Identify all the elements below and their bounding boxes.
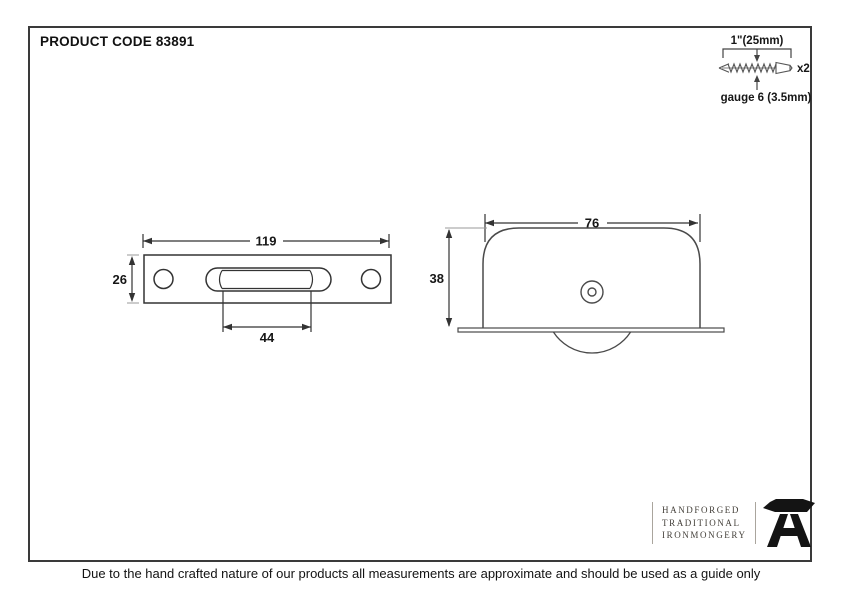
wheel-width-label: 44 <box>260 330 275 345</box>
pulley-wheel-front <box>218 269 314 290</box>
front-width-label: 119 <box>256 234 277 249</box>
side-width-label: 76 <box>585 216 599 231</box>
logo-line-3: IRONMONGERY <box>662 530 747 541</box>
screw-quantity-label: x2 <box>797 63 810 75</box>
side-height-label: 38 <box>430 271 444 286</box>
screw-hole-right <box>360 268 382 290</box>
screw-hole-left <box>153 268 174 290</box>
logo-line-1: HANDFORGED <box>662 505 741 516</box>
pulley-wheel-side <box>552 331 632 354</box>
front-height-label: 26 <box>113 272 127 287</box>
down-arrow-icon <box>754 55 760 62</box>
front-view-drawing: 119 26 <box>113 234 392 345</box>
anvil-icon <box>762 499 815 547</box>
screw-icon <box>718 61 793 75</box>
brand-logo: HANDFORGED TRADITIONAL IRONMONGERY <box>652 499 815 547</box>
up-arrow-icon <box>754 75 760 82</box>
logo-line-2: TRADITIONAL <box>662 517 741 528</box>
product-code-label: PRODUCT CODE 83891 <box>40 34 195 49</box>
side-width-dimension <box>484 214 701 242</box>
side-view-drawing: 76 38 <box>430 214 725 354</box>
screw-length-label: 1"(25mm) <box>731 35 784 47</box>
face-plate-shape <box>143 254 392 304</box>
pulley-slot <box>205 267 332 292</box>
pulley-case-body <box>482 227 701 328</box>
axle-pin <box>587 287 597 297</box>
disclaimer-text: Due to the hand crafted nature of our pr… <box>81 566 761 581</box>
screw-diagram: 1"(25mm) x2 gauge 6 (3.5mm) <box>718 35 812 104</box>
face-plate-edge <box>457 327 725 333</box>
brand-logo-text: HANDFORGED TRADITIONAL IRONMONGERY <box>652 502 756 544</box>
screw-gauge-label: gauge 6 (3.5mm) <box>721 92 812 104</box>
wheel-width-dimension <box>222 291 312 332</box>
